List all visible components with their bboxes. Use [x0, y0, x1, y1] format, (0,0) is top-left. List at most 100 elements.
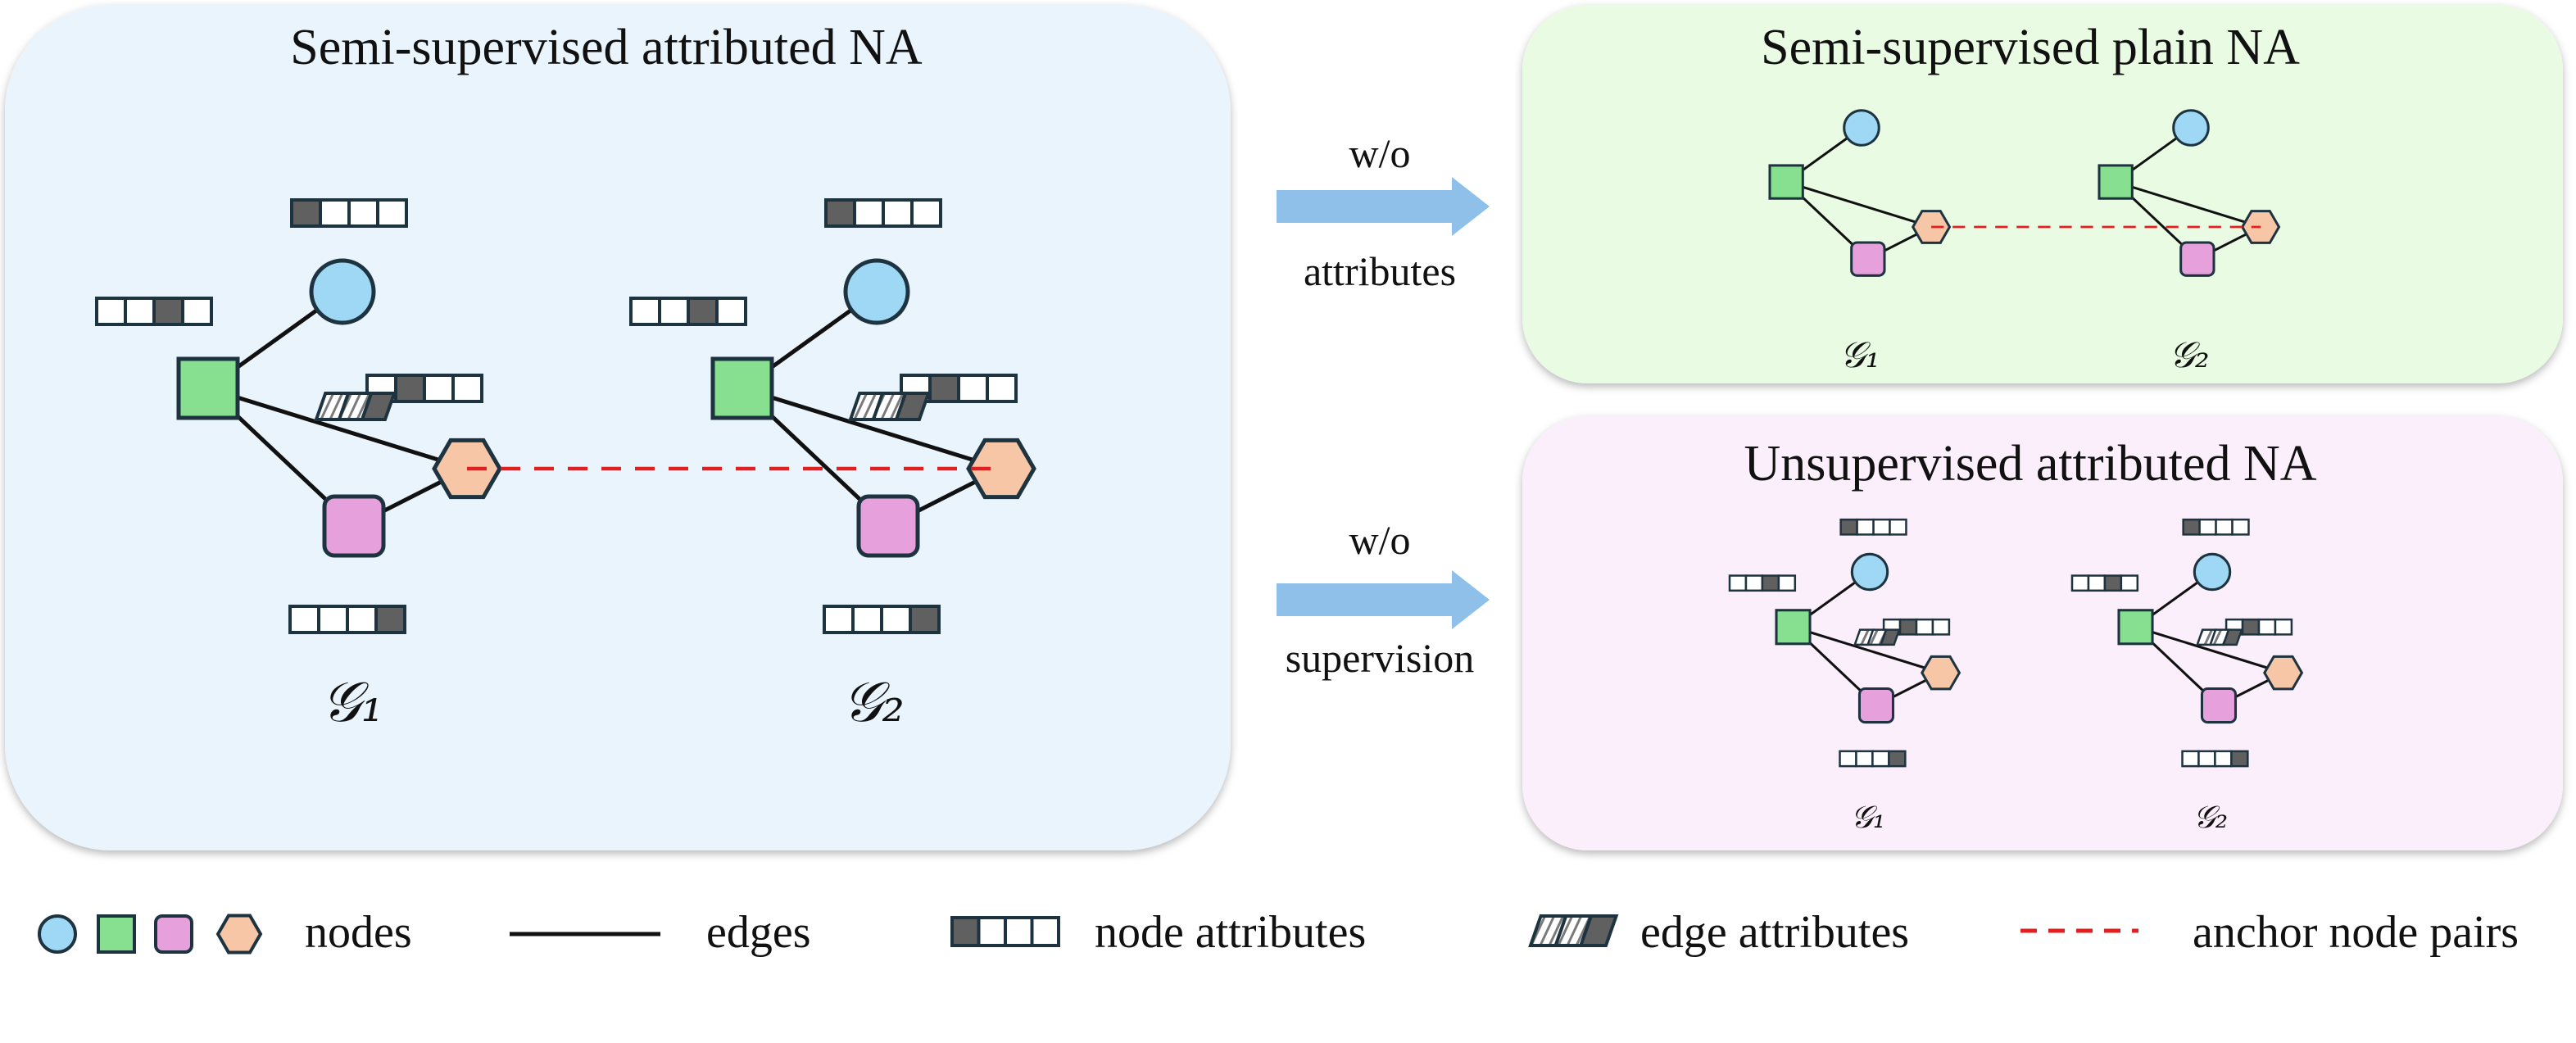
- attribute-cell: [2087, 574, 2107, 592]
- attribute-cell: [360, 392, 397, 421]
- attribute-cell: [1030, 916, 1060, 947]
- attribute-cell: [2198, 518, 2217, 536]
- node-attribute-vector: [950, 916, 1060, 947]
- arrow-bottom-label-line2: supervision: [1286, 635, 1475, 681]
- attribute-cell: [2231, 518, 2250, 536]
- circle-node: [2193, 552, 2232, 592]
- attribute-cell: [950, 916, 981, 947]
- node-attribute-vector: [824, 198, 942, 228]
- graph-edge: [742, 386, 1002, 471]
- graph: [629, 198, 1036, 634]
- attribute-cell: [181, 297, 213, 326]
- attribute-cell: [1839, 750, 1857, 768]
- attribute-cell: [957, 374, 989, 403]
- legend-circle-node-icon: [38, 914, 77, 954]
- square-node: [1768, 164, 1804, 200]
- attribute-cell: [1777, 574, 1797, 592]
- graph-edge: [2135, 625, 2284, 674]
- graph-label-g1: 𝒢₁: [321, 670, 383, 735]
- arrow-top-label-line1: w/o: [1349, 130, 1411, 176]
- graph-label-g2: 𝒢₂: [842, 670, 905, 735]
- attribute-cell: [1898, 618, 1918, 636]
- attribute-cell: [1888, 750, 1907, 768]
- legend-label-edge-attributes: edge attributes: [1640, 907, 1909, 958]
- attribute-cell: [977, 916, 1007, 947]
- attribute-cell: [376, 198, 408, 228]
- main-graph-pair: [95, 198, 1036, 634]
- attribute-cell: [2182, 518, 2201, 536]
- graph: [1768, 109, 1952, 277]
- legend-rounded-node-icon: [154, 914, 193, 954]
- graph-label-g2: 𝒢₂: [2170, 334, 2210, 376]
- right-arrow-icon: [1277, 177, 1490, 236]
- attribute-cell: [2214, 750, 2233, 768]
- node-attribute-vector: [1728, 574, 1797, 592]
- circle-node: [1850, 552, 1889, 592]
- square-node: [176, 356, 240, 420]
- attribute-cell: [853, 198, 885, 228]
- hexagon-node: [966, 438, 1036, 500]
- graph-label-g2: 𝒢₂: [2193, 799, 2228, 835]
- arrow-without-supervision: w/o supervision: [1277, 517, 1490, 681]
- attribute-cell: [1761, 574, 1780, 592]
- graph: [2098, 109, 2281, 277]
- attribute-cell: [1728, 574, 1748, 592]
- hexagon-node: [1921, 655, 1961, 691]
- attribute-cell: [1856, 518, 1875, 536]
- node-attribute-vector: [288, 605, 406, 634]
- legend-label-anchor-pairs: anchor node pairs: [2193, 907, 2519, 958]
- attribute-cell: [1871, 750, 1890, 768]
- rounded-square-node: [322, 494, 386, 558]
- legend-label-edges: edges: [706, 907, 811, 958]
- attribute-cell: [2181, 750, 2200, 768]
- attribute-cell: [882, 198, 914, 228]
- attribute-cell: [124, 297, 156, 326]
- graph: [1728, 518, 1961, 768]
- arrow-bottom-label-line1: w/o: [1349, 517, 1411, 563]
- attribute-cell: [687, 297, 719, 326]
- attribute-cell: [319, 198, 351, 228]
- circle-node: [1843, 109, 1880, 147]
- edge-attribute-vector: [1528, 914, 1619, 947]
- attribute-cell: [2257, 618, 2277, 636]
- node-attribute-vector: [629, 297, 747, 326]
- attribute-cell: [894, 392, 932, 421]
- attribute-cell: [2274, 618, 2293, 636]
- graph-edge: [1785, 180, 1932, 229]
- attribute-cell: [2120, 574, 2139, 592]
- hexagon-node: [1911, 210, 1952, 244]
- attribute-cell: [2070, 574, 2090, 592]
- panel-semi-supervised-attributed: [5, 5, 1231, 850]
- attribute-cell: [2221, 628, 2243, 646]
- attribute-cell: [1931, 618, 1951, 636]
- graph-edge: [1793, 625, 1942, 674]
- circle-node: [2172, 109, 2210, 147]
- legend-edge-attribute-icon: [1528, 914, 1619, 947]
- attribute-cell: [658, 297, 690, 326]
- attribute-cell: [346, 605, 378, 634]
- attribute-cell: [1004, 916, 1034, 947]
- attribute-cell: [1915, 618, 1934, 636]
- edge-attribute-vector: [848, 392, 932, 421]
- attribute-cell: [451, 374, 483, 403]
- attribute-cell: [288, 605, 320, 634]
- legend: nodes edges node attributes edge attribu…: [38, 907, 2519, 958]
- attribute-cell: [317, 605, 349, 634]
- unsup-graph-pair: [1728, 518, 2304, 768]
- attribute-cell: [1578, 914, 1619, 947]
- attribute-cell: [1744, 574, 1764, 592]
- attribute-cell: [1839, 518, 1858, 536]
- attribute-cell: [2230, 750, 2249, 768]
- square-node: [1775, 609, 1812, 646]
- rounded-square-node: [1850, 241, 1886, 277]
- square-node: [710, 356, 774, 420]
- attribute-cell: [2241, 618, 2261, 636]
- panel-title-main: Semi-supervised attributed NA: [290, 20, 923, 75]
- square-node: [2098, 164, 2134, 200]
- node-attribute-vector: [290, 198, 408, 228]
- rounded-square-node: [856, 494, 920, 558]
- attribute-cell: [880, 605, 912, 634]
- attribute-cell: [347, 198, 379, 228]
- node-attribute-vector: [2181, 750, 2249, 768]
